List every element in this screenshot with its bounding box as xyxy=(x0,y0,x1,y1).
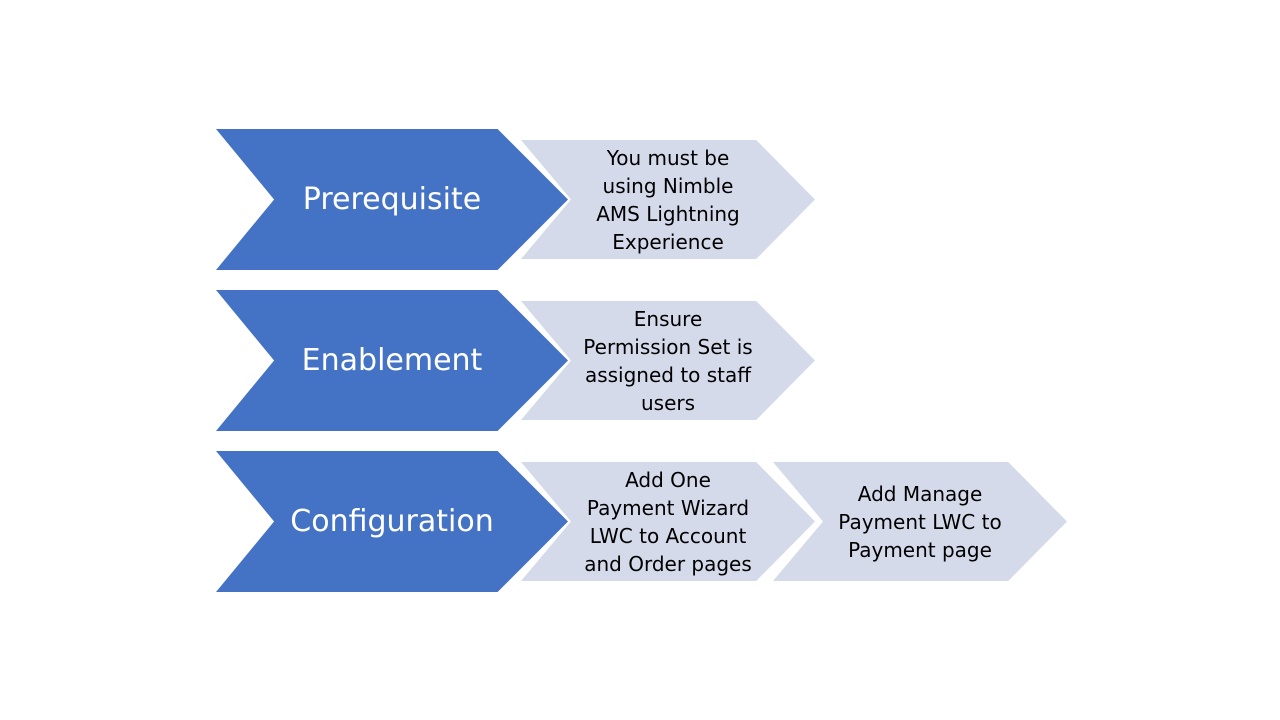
detail-label-enablement: Ensure Permission Set is assigned to sta… xyxy=(583,306,753,415)
stage-label-configuration: Configuration xyxy=(290,504,494,539)
stage-chevron-prerequisite: Prerequisite xyxy=(216,129,568,270)
stage-label-enablement: Enablement xyxy=(301,343,483,378)
detail-label-configuration-1: Add One Payment Wizard LWC to Account an… xyxy=(584,467,752,576)
stage-chevron-enablement: Enablement xyxy=(216,290,568,431)
stage-label-prerequisite: Prerequisite xyxy=(302,182,482,217)
detail-label-configuration-2: Add Manage Payment LWC to Payment page xyxy=(838,481,1002,562)
detail-chevron-configuration-2: Add Manage Payment LWC to Payment page xyxy=(773,462,1067,581)
stage-chevron-configuration: Configuration xyxy=(216,451,568,592)
detail-chevron-prerequisite: You must be using Nimble AMS Lightning E… xyxy=(521,140,815,259)
detail-label-prerequisite: You must be using Nimble AMS Lightning E… xyxy=(596,145,740,254)
